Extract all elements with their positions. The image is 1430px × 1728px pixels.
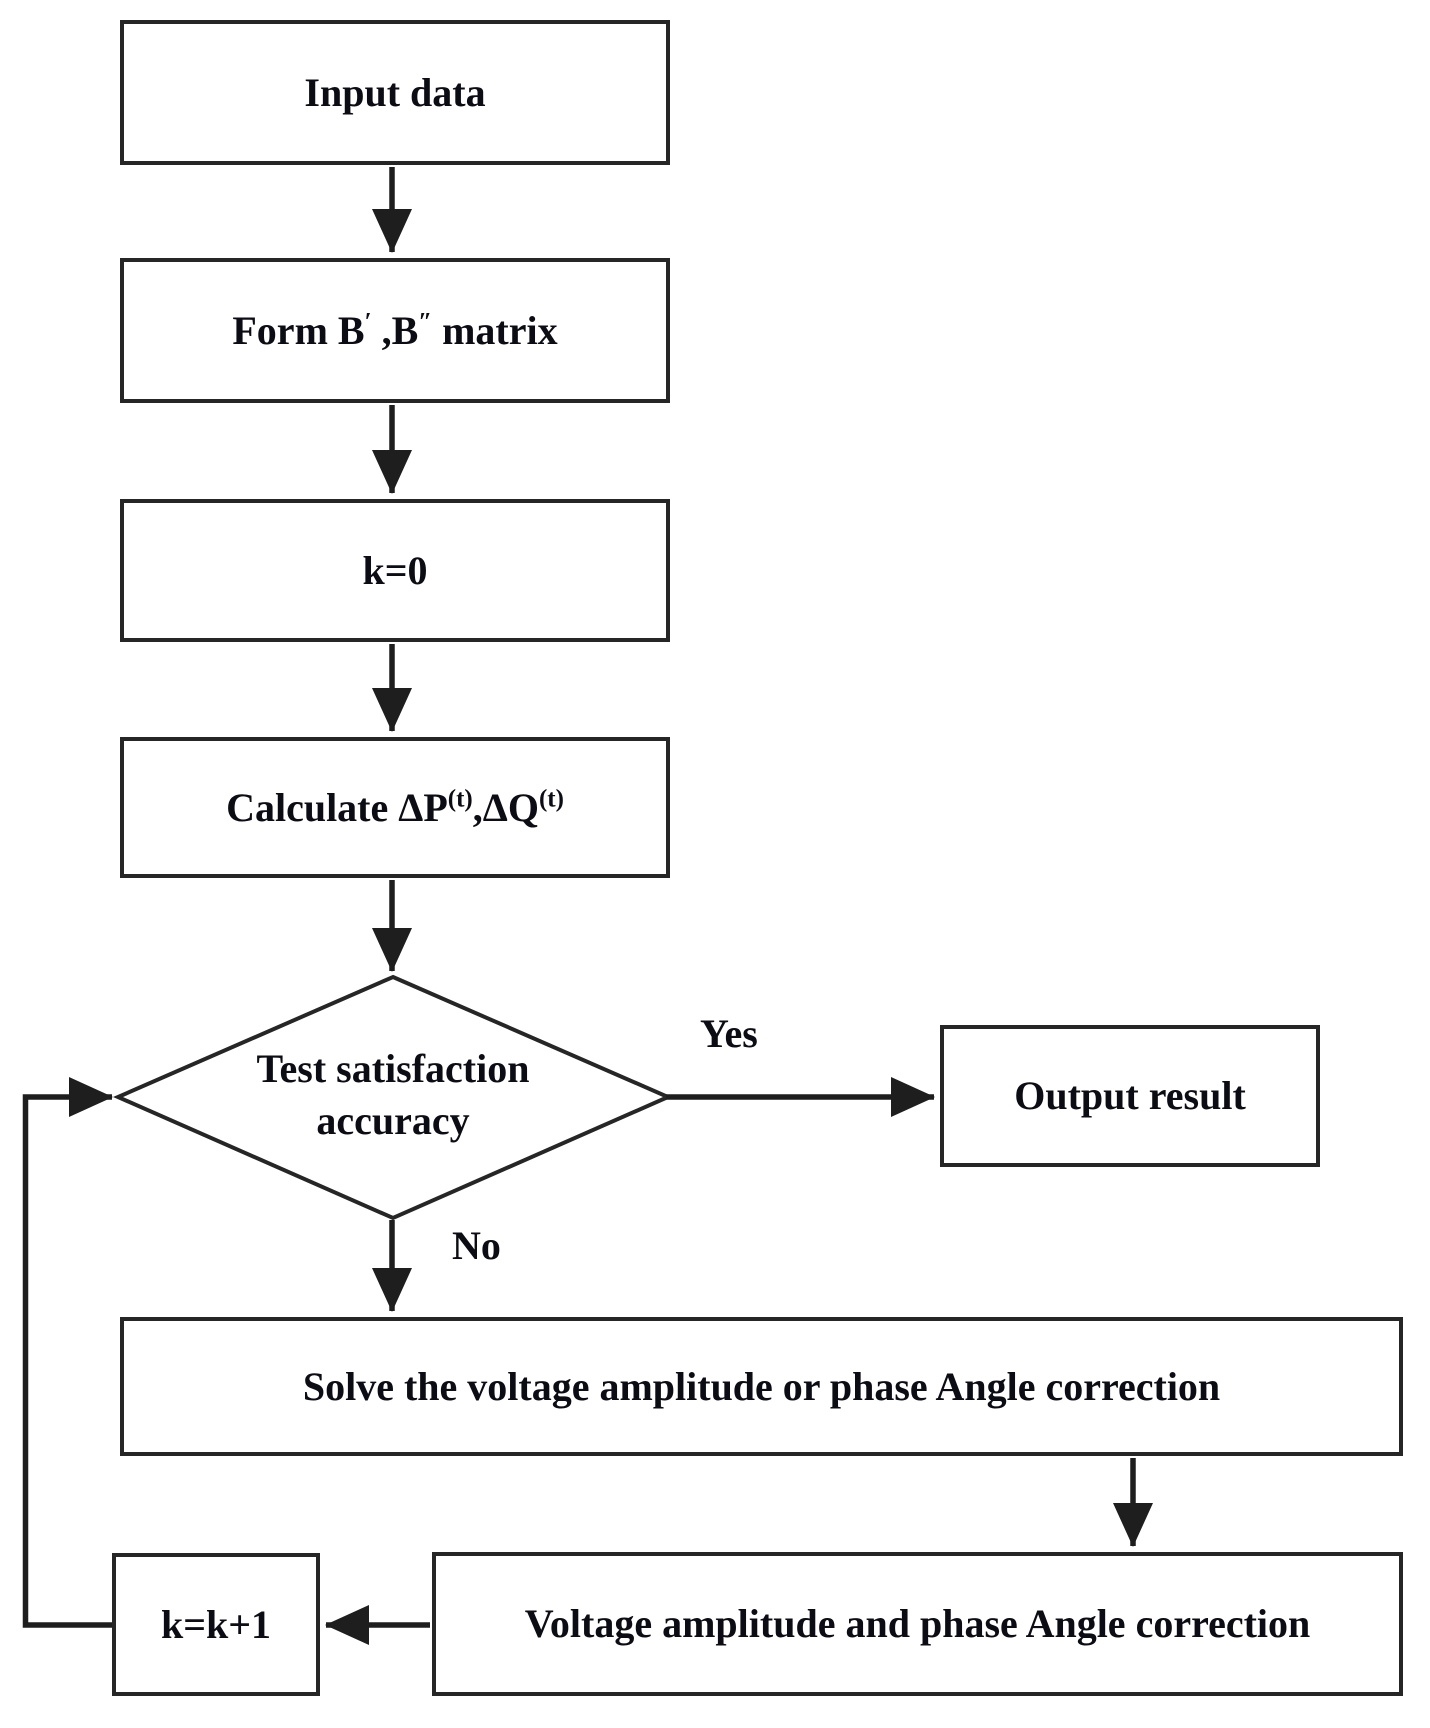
node-k-increment: k=k+1 (112, 1553, 320, 1696)
node-solve-correction-label: Solve the voltage amplitude or phase Ang… (302, 1363, 1221, 1409)
node-solve-correction: Solve the voltage amplitude or phase Ang… (120, 1317, 1403, 1456)
decision-diamond-shape (113, 974, 673, 1221)
node-input-data-label: Input data (304, 69, 486, 115)
node-output-result-label: Output result (1014, 1073, 1246, 1118)
node-k-equals-0-label: k=0 (362, 547, 428, 593)
node-form-b-matrix: Form B′ ,B″ matrix (120, 258, 670, 403)
node-k-equals-0: k=0 (120, 499, 670, 642)
arrow-kinc-loop-to-test (22, 1077, 113, 1628)
edge-label-yes: Yes (700, 1011, 758, 1056)
node-calculate-dp-dq: Calculate ΔP(t),ΔQ(t) (120, 737, 670, 878)
node-input-data: Input data (120, 20, 670, 165)
node-voltage-correction-label: Voltage amplitude and phase Angle correc… (524, 1601, 1311, 1646)
edge-label-no: No (452, 1223, 501, 1268)
node-k-increment-label: k=k+1 (160, 1601, 272, 1647)
node-voltage-correction: Voltage amplitude and phase Angle correc… (432, 1552, 1403, 1696)
node-test-accuracy-label: Test satisfaction accuracy (256, 1046, 530, 1143)
node-form-b-matrix-label: Form B′ ,B″ matrix (232, 307, 558, 353)
node-calculate-dp-dq-label: Calculate ΔP(t),ΔQ(t) (226, 784, 564, 830)
node-output-result: Output result (940, 1025, 1320, 1167)
